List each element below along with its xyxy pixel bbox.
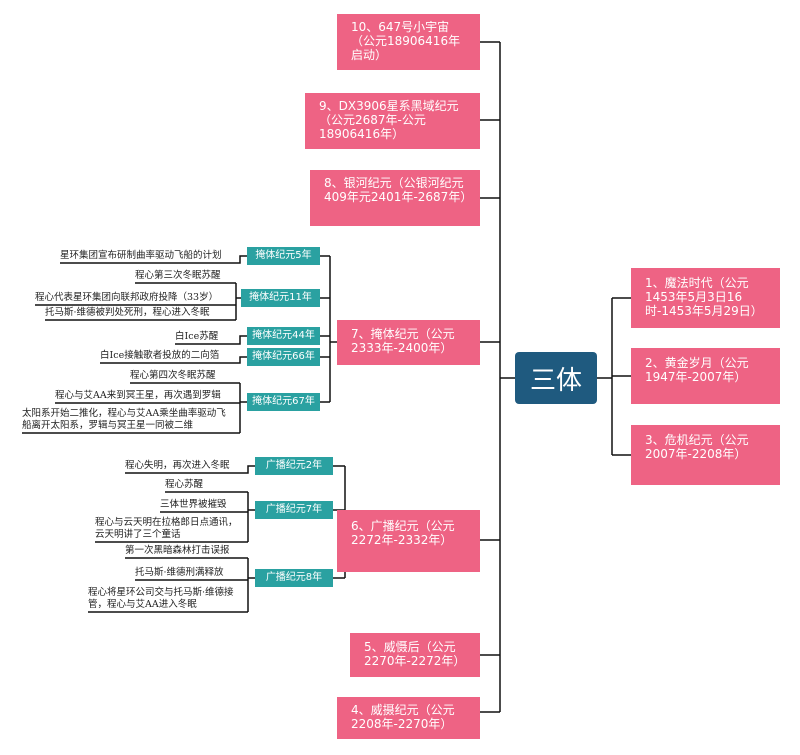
leaf-text: 程心与艾AA来到冥王星，再次遇到罗辑 [55,390,221,401]
era-node-8[interactable]: 8、银河纪元（公银河纪元409年元2401年-2687年） [310,170,480,226]
leaf-text: 程心代表星环集团向联邦政府投降（33岁） [35,292,219,303]
era-node-4[interactable]: 4、威摄纪元（公元2208年-2270年） [337,697,480,739]
leaf-text: 程心苏醒 [165,479,204,490]
leaf-text: 托马斯·维德刑满释放 [135,567,224,578]
leaf-text: 太阳系开始二推化，程心与艾AA乘坐曲率驱动飞船离开太阳系，罗辑与冥王星一同被二维 [22,408,226,431]
sub-node-broadcast-7[interactable]: 广播纪元7年 [255,501,333,519]
leaf-text: 程心将星环公司交与托马斯·维德接管，程心与艾AA进入冬眠 [88,587,234,610]
era-node-7[interactable]: 7、掩体纪元（公元2333年-2400年） [337,320,480,365]
sub-node-shelter-11[interactable]: 掩体纪元11年 [241,289,320,307]
leaf-text: 程心第四次冬眠苏醒 [130,370,216,381]
leaf-text: 白Ice苏醒 [175,331,219,342]
root-node[interactable]: 三体 [515,352,597,404]
sub-node-shelter-5[interactable]: 掩体纪元5年 [247,247,320,265]
leaf-text: 星环集团宣布研制曲率驱动飞船的计划 [60,250,222,261]
era-node-6[interactable]: 6、广播纪元（公元2272年-2332年） [337,510,480,572]
era-node-3[interactable]: 3、危机纪元（公元2007年-2208年） [631,425,780,485]
leaf-text: 托马斯·维德被判处死刑，程心进入冬眠 [45,307,210,318]
era-node-1[interactable]: 1、魔法时代（公元1453年5月3日16时-1453年5月29日） [631,268,780,328]
leaf-text: 程心失明，再次进入冬眠 [125,460,230,471]
root-label: 三体 [529,365,582,396]
era-node-5[interactable]: 5、威慑后（公元2270年-2272年） [350,633,480,677]
leaf-text: 白Ice接触歌者投放的二向箔 [100,350,220,361]
leaf-text: 程心第三次冬眠苏醒 [135,270,221,281]
era-node-10[interactable]: 10、647号小宇宙（公元18906416年启动） [337,14,480,70]
leaf-text: 第一次黑暗森林打击误报 [125,545,230,556]
sub-node-shelter-44[interactable]: 掩体纪元44年 [247,327,320,345]
leaf-text: 三体世界被摧毁 [160,499,227,510]
era-node-2[interactable]: 2、黄金岁月（公元1947年-2007年） [631,348,780,404]
sub-node-shelter-67[interactable]: 掩体纪元67年 [247,393,320,411]
leaf-text: 程心与云天明在拉格郎日点通讯，云天明讲了三个童话 [95,517,238,540]
sub-node-broadcast-8[interactable]: 广播纪元8年 [255,569,333,587]
sub-node-broadcast-2[interactable]: 广播纪元2年 [255,457,333,475]
era-node-9[interactable]: 9、DX3906星系黑域纪元（公元2687年-公元18906416年） [305,93,480,149]
sub-node-shelter-66[interactable]: 掩体纪元66年 [247,348,320,366]
